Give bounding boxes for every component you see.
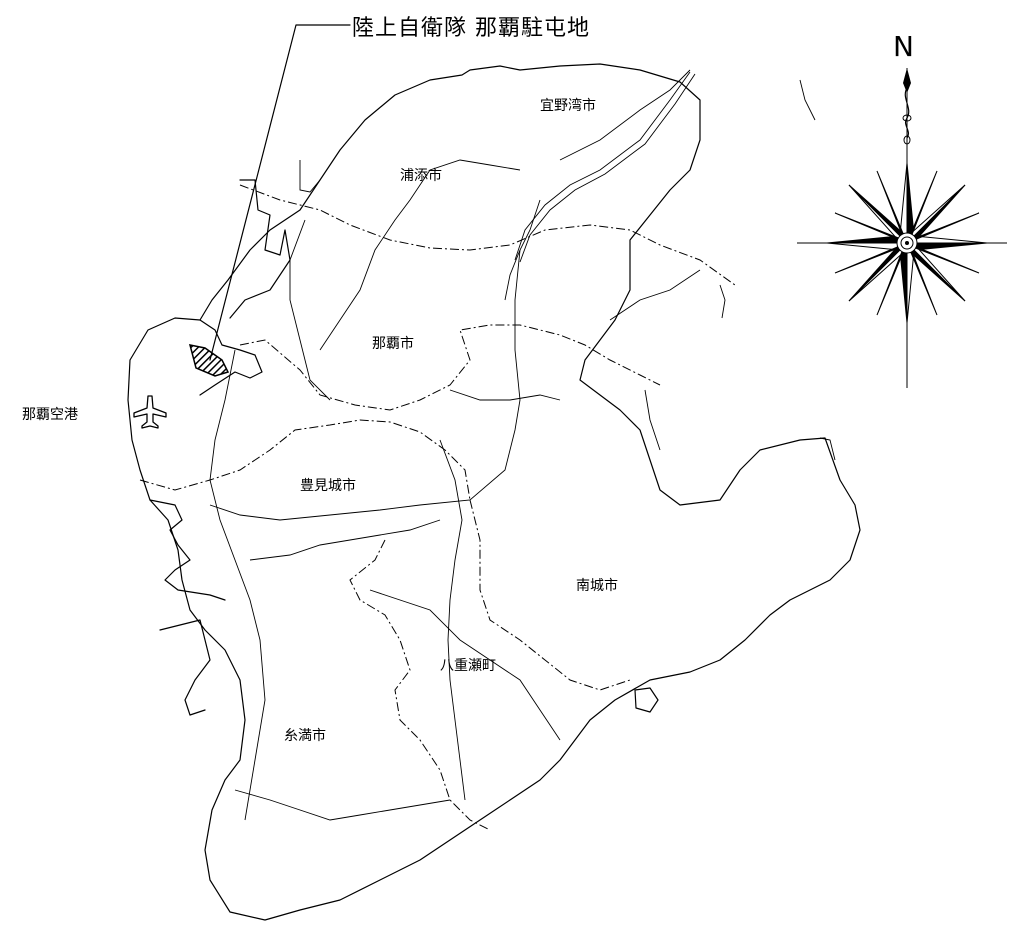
label-tomigusuku: 豊見城市 <box>300 478 356 494</box>
airplane-icon <box>133 395 167 429</box>
boundary-nanjo <box>469 499 631 691</box>
boundary-ginowan-urasoe <box>239 184 736 286</box>
label-nanjo: 南城市 <box>576 578 618 594</box>
label-naha: 那覇市 <box>372 336 414 352</box>
label-ginowan: 宜野湾市 <box>540 98 596 114</box>
boundary-urasoe-naha <box>239 324 661 411</box>
boundary-itoman-yaese <box>349 539 491 831</box>
airport-label: 那覇空港 <box>22 407 78 423</box>
map-title: 陸上自衛隊 那覇駐屯地 <box>352 16 590 41</box>
garrison-leader-line <box>209 24 351 361</box>
north-label: N <box>893 30 914 63</box>
label-itoman: 糸満市 <box>284 728 326 744</box>
naha-garrison-area <box>188 344 230 377</box>
label-urasoe: 浦添市 <box>400 168 442 184</box>
compass-rose-icon <box>797 68 1007 388</box>
coastline <box>127 63 861 921</box>
label-yaese: 八重瀬町 <box>440 658 496 674</box>
